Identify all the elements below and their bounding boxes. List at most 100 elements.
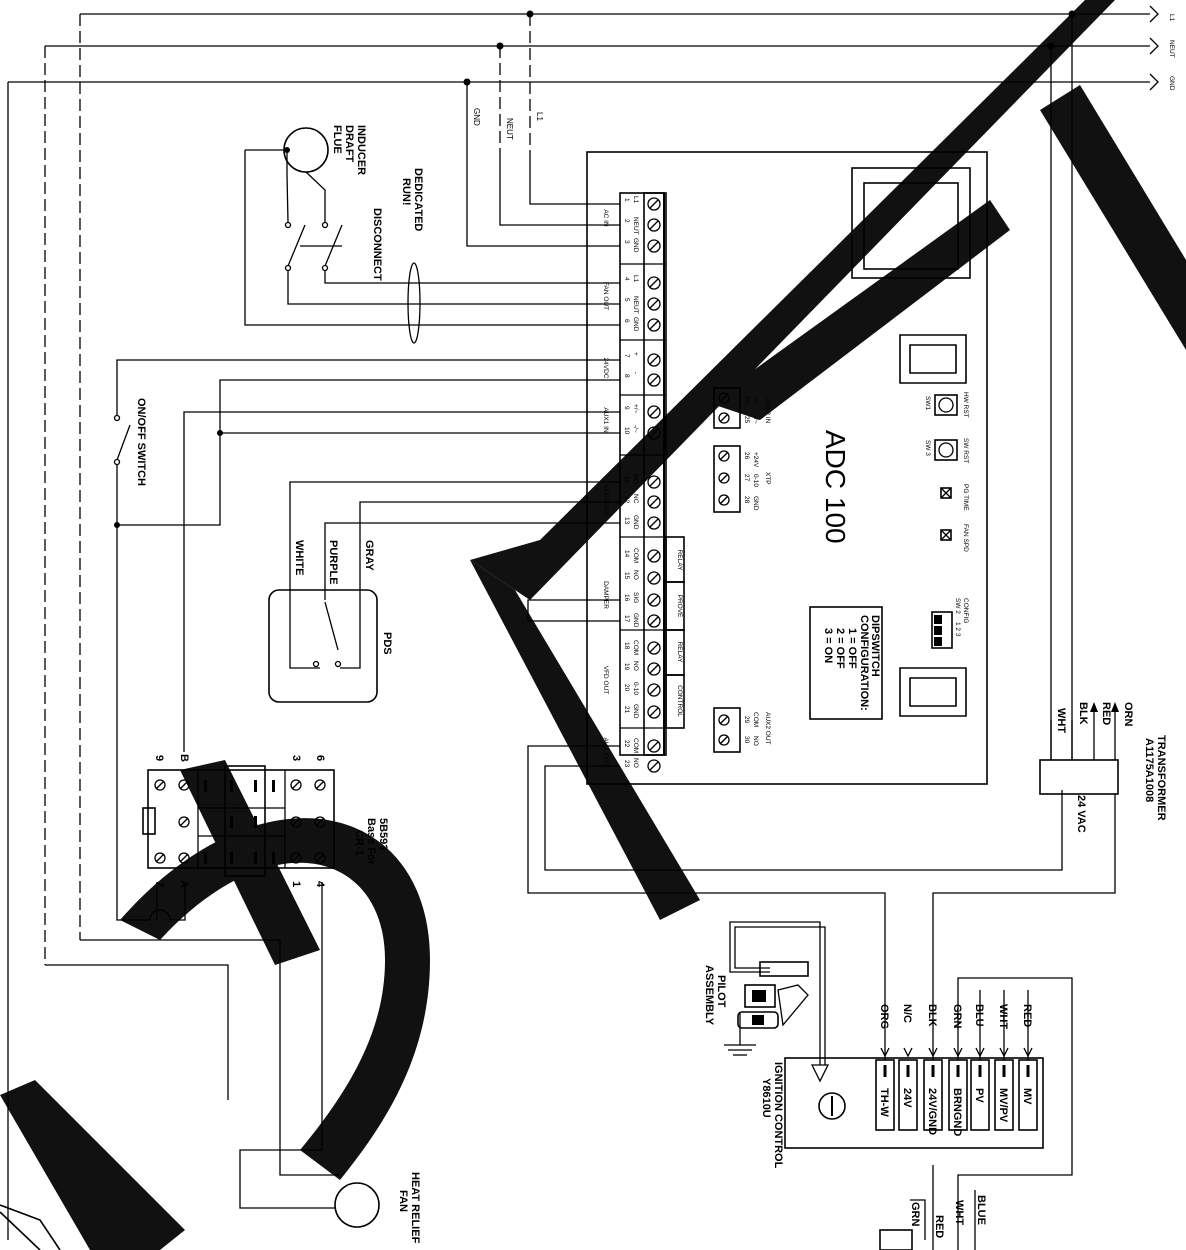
transformer-label-1: TRANSFORMER bbox=[1155, 735, 1167, 821]
svg-text:BLK: BLK bbox=[926, 1004, 938, 1027]
svg-text:SW 3: SW 3 bbox=[924, 440, 931, 456]
terminal-screw bbox=[647, 218, 661, 232]
terminal-screw-slot bbox=[649, 518, 659, 528]
dipswitch-box bbox=[809, 606, 883, 720]
terminal-name: NEUT bbox=[632, 296, 639, 314]
transformer-wire-red: RED bbox=[1100, 702, 1112, 725]
bottom-wire-red: RED bbox=[933, 1215, 945, 1238]
svg-text:27: 27 bbox=[743, 474, 750, 482]
svg-text:COM: COM bbox=[752, 712, 759, 727]
group-damper: DAMPER bbox=[602, 581, 609, 609]
group-aux-out: AUX OUT bbox=[602, 738, 609, 767]
svg-text:24V/GND: 24V/GND bbox=[926, 1088, 938, 1135]
dedicated-run-2: RUN! bbox=[400, 178, 412, 206]
transformer-wire-orn: ORN bbox=[1122, 702, 1134, 727]
terminal-name: COM bbox=[632, 738, 639, 753]
svg-text:14: 14 bbox=[623, 550, 630, 558]
svg-text:0-10: 0-10 bbox=[632, 682, 639, 695]
terminal-name: -/~ bbox=[632, 425, 639, 433]
dip-line-2: 2 = OFF bbox=[834, 628, 846, 669]
svg-text:SW1: SW1 bbox=[924, 396, 931, 410]
terminal-name: COM bbox=[632, 548, 639, 563]
svg-text:ASSEMBLY: ASSEMBLY bbox=[703, 965, 715, 1026]
terminal-name: NO bbox=[632, 570, 639, 580]
transformer bbox=[932, 702, 1119, 1060]
ignition-terminal-label: BRNGND bbox=[951, 1088, 963, 1136]
terminal-number: 16 bbox=[623, 594, 630, 602]
aux2-out-num-30: 30 bbox=[743, 736, 750, 744]
terminal-number: 4 bbox=[623, 277, 630, 281]
pds-wire-gray: GRAY bbox=[363, 540, 375, 571]
terminal-number: 1 bbox=[623, 198, 630, 202]
svg-text:5: 5 bbox=[623, 298, 630, 302]
terminal-number: 15 bbox=[623, 572, 630, 580]
svg-text:SW 2: SW 2 bbox=[954, 598, 961, 614]
svg-text:3: 3 bbox=[623, 240, 630, 244]
ignition-wire-arrow bbox=[1023, 1047, 1033, 1058]
svg-text:L1: L1 bbox=[535, 112, 544, 121]
pds-wire-white: WHITE bbox=[293, 540, 305, 575]
ignition-wire-arrow bbox=[953, 1047, 963, 1058]
svg-text:HW RST: HW RST bbox=[962, 392, 969, 418]
svg-text:4: 4 bbox=[623, 277, 630, 281]
terminal-screw-slot bbox=[649, 320, 659, 330]
terminal-screw-slot bbox=[649, 643, 659, 653]
terminal-screw bbox=[647, 614, 661, 628]
svg-text:FAN SPD: FAN SPD bbox=[962, 524, 969, 552]
svg-text:A: A bbox=[178, 880, 190, 888]
terminal-number: 22 bbox=[623, 740, 630, 748]
svg-text:FAN OUT: FAN OUT bbox=[602, 282, 609, 310]
button-hw-rst: HW RST bbox=[962, 392, 969, 418]
terminal-screw-slot bbox=[649, 761, 659, 771]
terminal-screw-slot bbox=[649, 573, 659, 583]
svg-text:MV/PV: MV/PV bbox=[997, 1088, 1009, 1123]
relay-pin-1: 1 bbox=[290, 881, 302, 887]
svg-text:6: 6 bbox=[314, 755, 326, 761]
xtp-name-27: 0-10 bbox=[752, 474, 759, 487]
svg-text:CONFIG: CONFIG bbox=[962, 598, 969, 623]
terminal-name: COM bbox=[632, 640, 639, 655]
svg-text:9: 9 bbox=[153, 755, 165, 761]
relay-pin-6: 6 bbox=[314, 755, 326, 761]
svg-text:AUX2 OUT: AUX2 OUT bbox=[764, 712, 771, 745]
terminal-name: GND bbox=[632, 613, 639, 628]
svg-text:RED: RED bbox=[1100, 702, 1112, 725]
relay-label-1: 5B593 bbox=[377, 818, 389, 850]
terminal-screw-slot bbox=[649, 428, 659, 438]
damper-loop bbox=[527, 599, 620, 622]
relay-pin-7: 7 bbox=[153, 881, 165, 887]
ignition-wire-arrow bbox=[903, 1047, 913, 1058]
terminal-number: 14 bbox=[623, 550, 630, 558]
svg-text:+/~: +/~ bbox=[632, 404, 639, 414]
svg-text:RED: RED bbox=[933, 1215, 945, 1238]
ignition-terminal bbox=[898, 1059, 918, 1131]
config-switch bbox=[931, 611, 953, 649]
terminal-number: 13 bbox=[623, 517, 630, 525]
heat-fan-label-2: FAN bbox=[397, 1190, 409, 1212]
aux-out-wiring bbox=[527, 745, 1063, 1060]
terminal-number: 17 bbox=[623, 615, 630, 623]
svg-text:GRN: GRN bbox=[951, 1004, 963, 1029]
svg-text:RELAY: RELAY bbox=[676, 642, 683, 663]
config-nums: 1 2 3 bbox=[954, 622, 961, 637]
svg-text:0-10: 0-10 bbox=[752, 474, 759, 487]
terminal-screw-slot bbox=[649, 551, 659, 561]
aux2-in-block bbox=[713, 387, 741, 429]
svg-text:25: 25 bbox=[743, 416, 750, 424]
svg-text:ON/OFF SWITCH: ON/OFF SWITCH bbox=[135, 398, 147, 486]
svg-text:SENSORS: SENSORS bbox=[602, 484, 609, 516]
svg-text:CR-1: CR-1 bbox=[353, 830, 365, 856]
svg-text:CONFIGURATION:: CONFIGURATION: bbox=[858, 615, 870, 711]
svg-text:9: 9 bbox=[623, 406, 630, 410]
heat-relief-fan bbox=[334, 1182, 380, 1228]
group-ac-in: AC IN bbox=[602, 209, 609, 227]
svg-text:NO: NO bbox=[632, 474, 639, 484]
svg-text:PILOT: PILOT bbox=[715, 975, 727, 1008]
svg-text:HEAT RELIEF: HEAT RELIEF bbox=[409, 1172, 421, 1244]
svg-text:13: 13 bbox=[623, 517, 630, 525]
svg-text:GRN: GRN bbox=[909, 1202, 921, 1227]
svg-text:1: 1 bbox=[290, 881, 302, 887]
ignition-leads bbox=[879, 977, 1073, 1250]
svg-text:FLUE: FLUE bbox=[331, 125, 343, 154]
